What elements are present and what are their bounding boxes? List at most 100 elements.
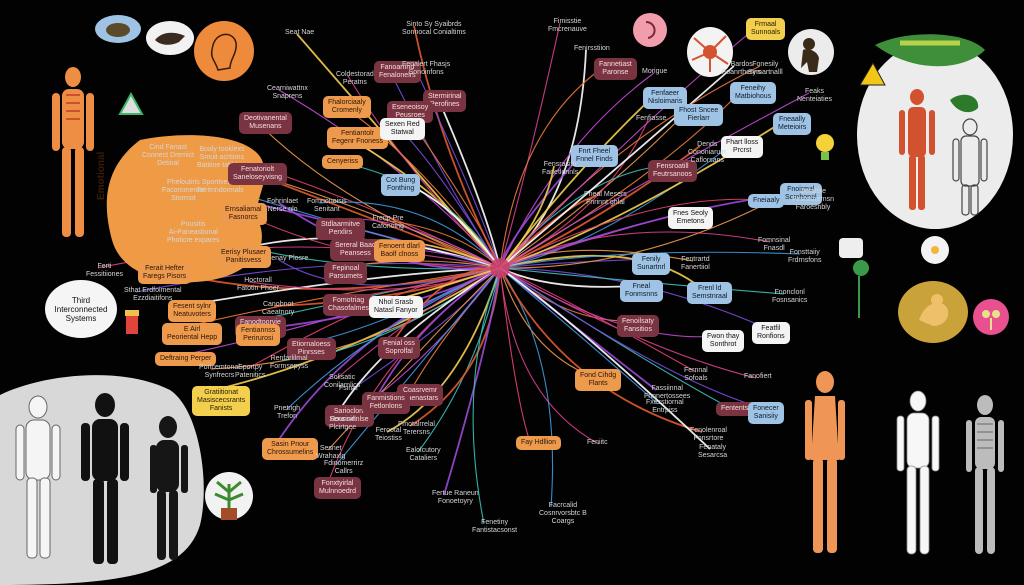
nodes_left-node: Sasin Pnour Chrossumelins (262, 438, 319, 460)
nodes_right-node: Fensrasifo Fanetlonnls (542, 161, 579, 176)
nodes_left-node: Ferait Hefter Faregs Pisors (138, 262, 192, 284)
connection-line (499, 267, 531, 443)
nodes_right-node: Pneal Mesers Fnrinnt ghlal (584, 191, 627, 206)
seeds-circle-icon (973, 299, 1009, 335)
nodes_right-node: Bardos Foanrthenns (722, 61, 762, 76)
nodes_left-node: Seat Nae (285, 29, 315, 36)
nodes_right-node: Fneaally Meteioirs (773, 113, 812, 135)
embryo-icon (633, 13, 667, 47)
body-silhouettes-panel (0, 375, 204, 585)
lightbulb-icon (816, 134, 834, 160)
nodes_right-node: Fenirsstiion (574, 45, 610, 52)
nodes_left-node: Pnetrigh Trefon (274, 405, 301, 420)
anatomy-circle (857, 34, 1013, 229)
nodes_left-node: Fenay Plosre (267, 255, 309, 262)
turtle-icon (95, 15, 141, 43)
nodes_left-node: Fomrionoisis Senitant (307, 198, 347, 213)
nodes_right-node: Featfil Ronfions (752, 322, 790, 344)
nodes_left-node: Fonxtyirlal Mulnnoedrd (314, 477, 361, 499)
nodes_left-node: Fmotalrrelal Terersns (398, 421, 435, 436)
nodes_right-node: Fnoirmal Somhonal (780, 183, 822, 205)
head-profile-icon (194, 21, 254, 81)
nodes_center-node: Fenalert Fhasjs Sonoinfons (402, 61, 451, 76)
nodes_left-node: Sportpy Patenitics (235, 364, 266, 379)
nodes_left-node: Etiornaloess Pinrsses (287, 338, 336, 360)
nodes_right-node: Fenataly Sesarcsa (698, 444, 728, 459)
neuron-icon (687, 27, 733, 77)
white-figure-right (896, 390, 940, 555)
nodes_left-node: Renfarlilmal Formsepyss (270, 355, 309, 370)
nodes_right-node: Fnonclonl Fosnsanics (772, 289, 808, 304)
nodes_left-node: Cenyeriss (322, 155, 364, 169)
nodes_right-node: Feaks Nenteiaties (797, 88, 833, 103)
ape-icon (788, 29, 834, 75)
connection-line (499, 267, 635, 288)
connection-line (499, 267, 763, 409)
nodes_left-node: Ernsaliamal Fasnorcs (220, 203, 267, 225)
connection-line (499, 267, 659, 405)
connection-line (499, 267, 590, 376)
connection-line (499, 267, 711, 450)
nodes_left-node: Fdinomerrirz Callrs (324, 460, 364, 475)
nodes_left-node: Feniitc (587, 439, 608, 446)
nodes_left-node: Sensirvll Plcirtgee (329, 416, 357, 431)
connection-line (499, 267, 600, 445)
emotional-cluster-blob (106, 135, 265, 283)
nodes_left-node: Fepinoal Parsumets (324, 262, 368, 284)
nodes_left-node: Hoctorall Fatotin Phoer (237, 277, 280, 292)
orange-figure-right (805, 371, 845, 553)
nodes_left-node: Pousitis Ai-Paneastional Photicre expare… (167, 221, 220, 244)
nodes_left-node: Sesnet Wrahaxlg (316, 445, 346, 460)
nodes_left-node: Eseneoisoy Peusroes (387, 101, 434, 123)
connection-line (499, 65, 735, 269)
connection-line (413, 25, 501, 269)
nodes_right-node: Fenfiasse (636, 115, 667, 122)
nodes_right-node: Defaltlre Firstsshernsn Faroesnbly (792, 188, 835, 211)
nodes_right-node: Fwon thay Sonthrot (702, 330, 745, 352)
nodes_left-node: Ferti Fessitiiones (86, 263, 123, 278)
nodes_center-node: Sinto Sy Syaibrds Sonnocal Conialtims (402, 21, 466, 36)
nodes_left-node: Coldestorad Peratns (336, 71, 374, 86)
connection-line (417, 267, 501, 453)
connection-line (499, 195, 597, 269)
nodes_left-node: Sereral Baad Peansess (330, 239, 381, 261)
plant-icon (205, 472, 253, 520)
nodes_center-node: Fimisstie Fmcrenauve (548, 18, 587, 33)
nodes_right-node: Frmaal Sunnoals (746, 18, 786, 40)
nodes_left-node: Deotivanental Musenans (239, 112, 292, 134)
connection-line (383, 219, 501, 269)
nodes_left-node: Fentiantolr Fegenr Fnoness (327, 127, 388, 149)
nodes_right-node: Fhart lloss Prcrst (721, 136, 764, 158)
nodes_left-node: Stdlaarmitve Perxlirs (316, 218, 365, 240)
connection-line (499, 267, 697, 373)
nodes_left-node: Fomotriag Chasofalmes (323, 294, 374, 316)
nodes_left-node: Deftraing Perper (155, 352, 217, 366)
nodes_right-node: Fenfaeer Nisloimaris (643, 87, 688, 109)
thinker-circle (898, 281, 968, 343)
nodes_center-node: Fay Hdllion (516, 436, 562, 450)
nodes_left-node: Ealolcutory Cataliers (406, 447, 441, 462)
nodes_center-node: Facrcalid Cosnrvorsbtc B Coargs (539, 502, 587, 525)
central-hub (490, 258, 510, 278)
flower-icon (921, 236, 949, 264)
nodes_center-node: Sexen Red Statwal (380, 118, 425, 140)
connection-line (499, 254, 702, 289)
nodes_right-node: Fannetiast Paronse (594, 58, 637, 80)
nodes_right-node: Fonesily Symartnalll (748, 61, 783, 76)
nodes_left-node: Fhalorciaaly Cromenly (323, 96, 371, 118)
nodes_right-node: Fenolenroal Fonsrtore (690, 427, 727, 442)
nodes_center-node: Fertue Raneun Fonoetoyry (432, 490, 479, 505)
connection-line (499, 22, 561, 269)
nodes_center-node: Cot Bung Fonthing (381, 174, 421, 196)
nodes_left-node: Sportivental Feritrindormals (197, 179, 244, 194)
connection-line (499, 141, 736, 269)
connection-line (436, 95, 501, 269)
nodes_right-node: Morigue (642, 68, 668, 75)
nodes_left-node: Fesent sylnr Neatuvoters (168, 300, 217, 322)
nodes_left-node: Gratiitionat Masiscecsrants Fanists (192, 386, 251, 416)
nodes_center-node: Frenp Pre Cafonoing (372, 215, 404, 230)
nodes_right-node: Fomnsinal Fnasdl (758, 237, 791, 252)
connection-line (499, 92, 810, 269)
bird-icon (146, 21, 194, 55)
